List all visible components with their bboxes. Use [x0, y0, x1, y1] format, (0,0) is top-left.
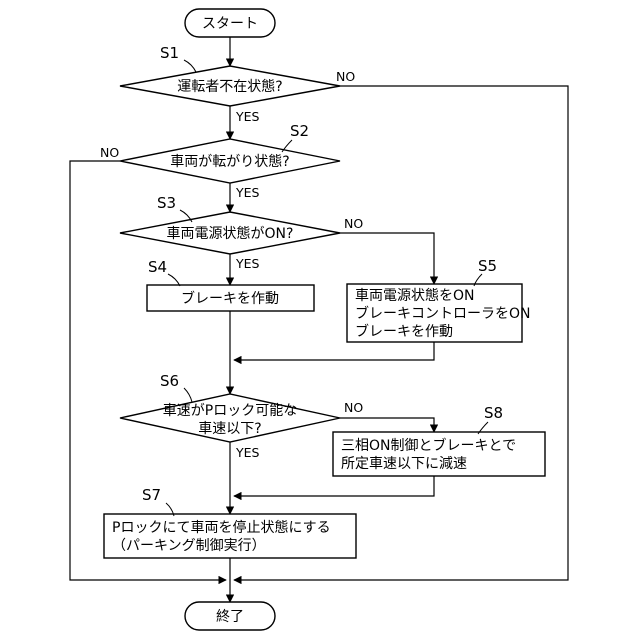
s4-step-label: S4: [148, 258, 167, 276]
s7-line-1: Pロックにて車両を停止状態にする: [112, 519, 331, 536]
s8-step-label: S8: [484, 404, 503, 422]
decision-s2: 車両が転がり状態?: [120, 139, 340, 183]
s2-question: 車両が転がり状態?: [170, 153, 289, 170]
s3-yes-label: YES: [235, 256, 260, 271]
end-terminal: 終了: [185, 602, 275, 630]
s2-step-label: S2: [290, 122, 309, 140]
s8-line-1: 三相ON制御とブレーキとで: [341, 437, 516, 454]
decision-s1: 運転者不在状態?: [120, 66, 340, 106]
edge-s6-no: [340, 418, 434, 432]
process-s4: ブレーキを作動: [147, 285, 314, 311]
s3-step-label: S3: [157, 194, 176, 212]
edge-s5-merge: [234, 342, 434, 360]
edge-s8-merge: [234, 476, 434, 496]
s1-yes-label: YES: [235, 109, 260, 124]
s2-no-label: NO: [100, 145, 119, 160]
s5-line-3: ブレーキを作動: [355, 323, 453, 340]
s7-step-label: S7: [142, 486, 161, 504]
s3-question: 車両電源状態がON?: [167, 225, 294, 242]
process-s7: Pロックにて車両を停止状態にする （パーキング制御実行）: [104, 514, 356, 558]
s3-no-label: NO: [344, 216, 363, 231]
process-s5: 車両電源状態をON ブレーキコントローラをON ブレーキを作動: [347, 284, 531, 342]
s7-line-2: （パーキング制御実行）: [112, 538, 266, 554]
s6-line-2: 車速以下?: [198, 420, 261, 437]
s1-leader-line: [184, 60, 196, 72]
s1-no-label: NO: [336, 69, 355, 84]
start-label: スタート: [202, 16, 258, 32]
s2-yes-label: YES: [235, 185, 260, 200]
s5-line-1: 車両電源状態をON: [355, 287, 475, 304]
process-s8: 三相ON制御とブレーキとで 所定車速以下に減速: [333, 432, 545, 476]
s5-step-label: S5: [478, 257, 497, 275]
decision-s3: 車両電源状態がON?: [120, 212, 340, 254]
decision-s6: 車速がPロック可能な 車速以下?: [120, 394, 340, 442]
s8-line-2: 所定車速以下に減速: [341, 455, 467, 472]
s5-line-2: ブレーキコントローラをON: [355, 305, 531, 322]
end-label: 終了: [216, 609, 244, 625]
start-terminal: スタート: [185, 9, 275, 37]
s4-action: ブレーキを作動: [181, 290, 279, 307]
s6-line-1: 車速がPロック可能な: [163, 402, 297, 419]
s4-leader-line: [168, 274, 180, 286]
s6-yes-label: YES: [235, 445, 260, 460]
edge-s3-no: [340, 233, 434, 284]
s6-leader-line: [184, 388, 192, 402]
s6-step-label: S6: [160, 372, 179, 390]
s6-no-label: NO: [344, 400, 363, 415]
s1-question: 運転者不在状態?: [177, 79, 282, 95]
s1-step-label: S1: [160, 44, 179, 62]
